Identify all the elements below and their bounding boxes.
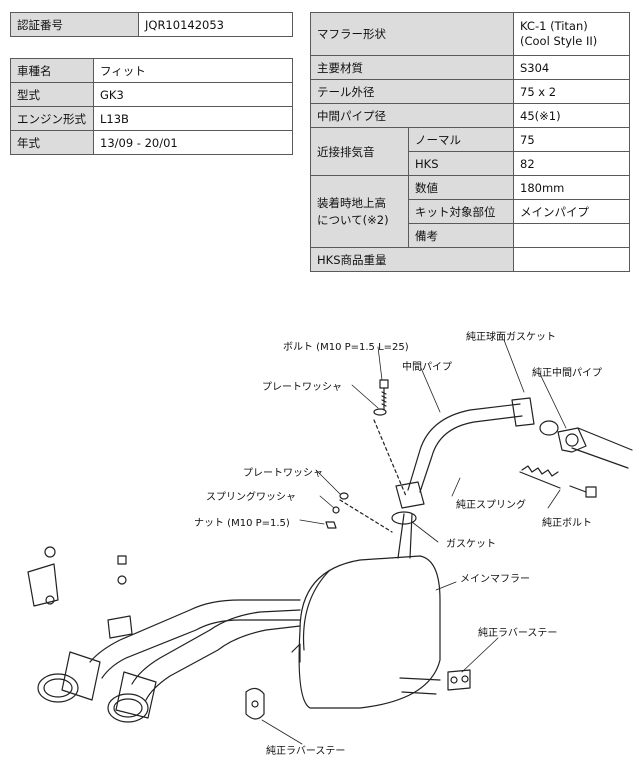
noise-label: 近接排気音 xyxy=(310,127,409,176)
clearance-value-label: 数値 xyxy=(408,175,514,200)
vehicle-value: L13B xyxy=(93,106,293,131)
vehicle-value: フィット xyxy=(93,58,293,83)
oem-ball-gasket-drawing xyxy=(539,420,559,436)
vehicle-row: 年式 13/09 - 20/01 xyxy=(10,130,293,155)
label-nut: ナット (M10 P=1.5) xyxy=(194,518,290,529)
vehicle-value: GK3 xyxy=(93,82,293,107)
label-mid-pipe: 中間パイプ xyxy=(402,362,452,373)
label-oem-mid-pipe: 純正中間パイプ xyxy=(532,368,602,379)
label-main-muffler: メインマフラー xyxy=(460,574,530,585)
label-plate-washer-1: プレートワッシャ xyxy=(262,382,342,393)
noise-hks-value: 82 xyxy=(513,151,630,176)
label-oem-ball-gasket: 純正球面ガスケット xyxy=(466,332,556,343)
leader-lines xyxy=(261,339,567,745)
tail-diameter-value: 75 x 2 xyxy=(513,79,630,104)
gasket-drawing xyxy=(391,511,417,525)
oem-bolt-drawing xyxy=(569,485,597,498)
material-value: S304 xyxy=(513,55,630,80)
tail-pipe-drawing xyxy=(37,599,301,723)
vehicle-label: エンジン形式 xyxy=(10,106,94,131)
vehicle-label: 年式 xyxy=(10,130,94,155)
label-spring-washer: スプリングワッシャ xyxy=(206,492,296,503)
muffler-type-label: マフラー形状 xyxy=(310,12,514,56)
certification-table: 認証番号 JQR10142053 xyxy=(10,12,293,37)
clearance-label: 装着時地上高 について(※2) xyxy=(310,175,409,248)
oem-rubber-stay-drawing xyxy=(245,643,471,720)
washer-nut-drawing xyxy=(325,492,393,533)
vehicle-value: 13/09 - 20/01 xyxy=(93,130,293,155)
muffler-type-line2: (Cool Style II) xyxy=(520,34,598,48)
spec-table: マフラー形状 KC-1 (Titan) (Cool Style II) 主要材質… xyxy=(310,12,630,272)
clearance-label-line2: について(※2) xyxy=(317,212,389,227)
label-bolt: ボルト (M10 P=1.5 L=25) xyxy=(283,342,409,353)
vehicle-label: 型式 xyxy=(10,82,94,107)
material-label: 主要材質 xyxy=(310,55,514,80)
label-plate-washer-2: プレートワッシャ xyxy=(243,468,323,479)
tail-diameter-label: テール外径 xyxy=(310,79,514,104)
pipe-diameter-label: 中間パイプ径 xyxy=(310,103,514,128)
vehicle-row: 型式 GK3 xyxy=(10,82,293,107)
vehicle-table: 車種名 フィット 型式 GK3 エンジン形式 L13B 年式 13/09 - 2… xyxy=(10,58,293,155)
oem-spring-drawing xyxy=(519,465,561,489)
mid-pipe-drawing xyxy=(395,397,535,509)
cert-value: JQR10142053 xyxy=(138,12,293,37)
label-oem-rubber-stay-1: 純正ラバーステー xyxy=(478,628,558,639)
main-muffler-drawing xyxy=(298,513,441,709)
noise-normal-value: 75 xyxy=(513,127,630,152)
noise-normal-label: ノーマル xyxy=(408,127,514,152)
clearance-part-label: キット対象部位 xyxy=(408,199,514,224)
clearance-label-line1: 装着時地上高 xyxy=(317,195,386,210)
label-oem-bolt: 純正ボルト xyxy=(542,518,592,529)
cert-label: 認証番号 xyxy=(10,12,139,37)
vehicle-row: エンジン形式 L13B xyxy=(10,106,293,131)
clearance-note-value xyxy=(513,223,630,248)
exhaust-parts-diagram xyxy=(27,339,633,745)
weight-value xyxy=(513,247,630,272)
clearance-part-value: メインパイプ xyxy=(513,199,630,224)
muffler-type-value: KC-1 (Titan) (Cool Style II) xyxy=(513,12,630,56)
noise-hks-label: HKS xyxy=(408,151,514,176)
weight-label: HKS商品重量 xyxy=(310,247,514,272)
vehicle-row: 車種名 フィット xyxy=(10,58,293,83)
pipe-diameter-value: 45(※1) xyxy=(513,103,630,128)
label-gasket: ガスケット xyxy=(446,539,496,550)
clearance-value: 180mm xyxy=(513,175,630,200)
left-bracket-drawing xyxy=(27,546,133,639)
bolt-drawing xyxy=(373,379,407,497)
oem-mid-pipe-drawing xyxy=(557,427,633,469)
vehicle-label: 車種名 xyxy=(10,58,94,83)
label-oem-rubber-stay-2: 純正ラバーステー xyxy=(266,746,346,757)
muffler-type-line1: KC-1 (Titan) xyxy=(520,19,588,33)
label-oem-spring: 純正スプリング xyxy=(456,500,526,511)
clearance-note-label: 備考 xyxy=(408,223,514,248)
